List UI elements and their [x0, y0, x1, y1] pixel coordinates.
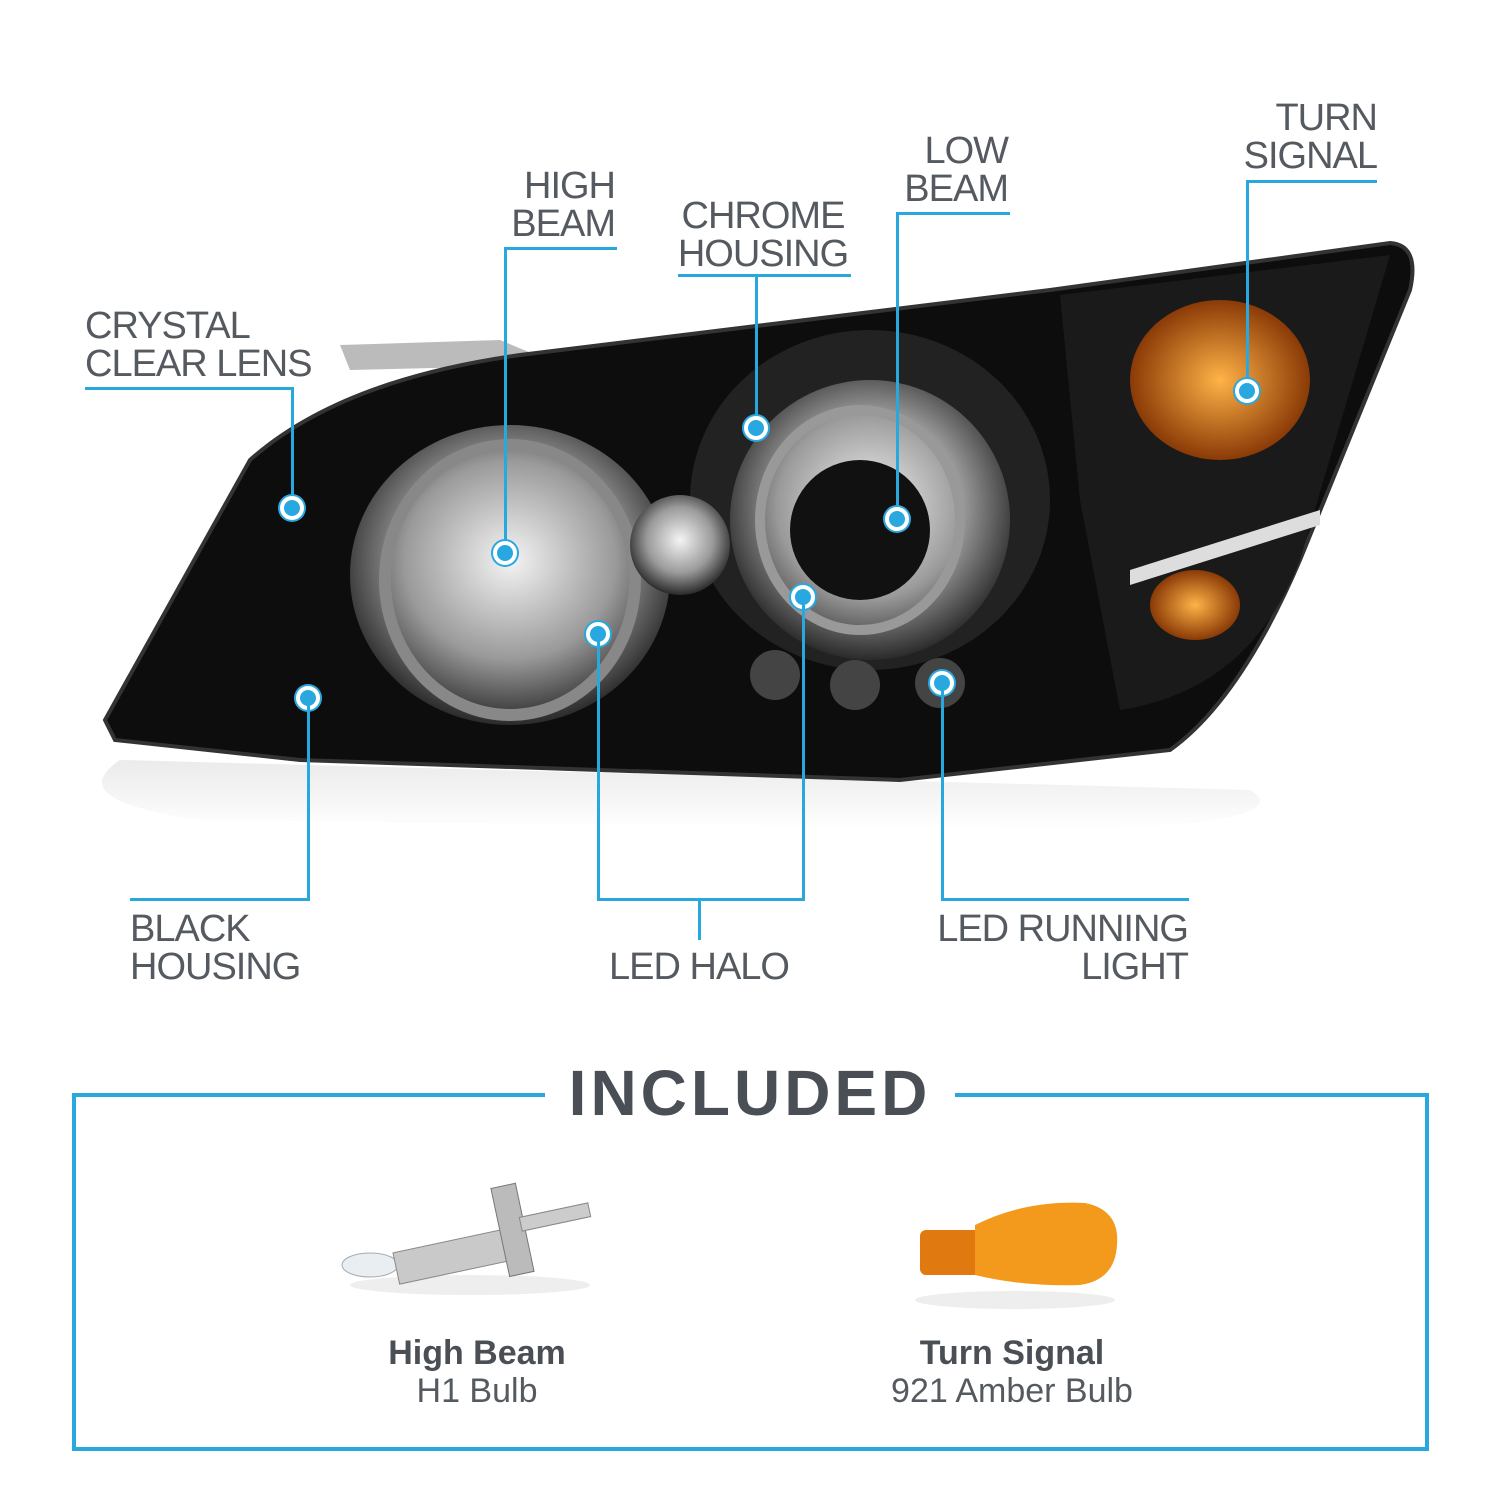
label-line: HOUSING	[677, 233, 849, 275]
callout-dot	[280, 496, 304, 520]
item-name: High Beam	[388, 1334, 566, 1372]
included-box	[72, 1093, 1429, 1451]
leader-line	[597, 634, 600, 901]
label-line: SIGNAL	[1243, 135, 1378, 177]
leader-line	[1246, 180, 1377, 183]
leader-line	[504, 247, 617, 250]
included-title: INCLUDED	[545, 1055, 955, 1131]
included-item-turn-signal: Turn Signal 921 Amber Bulb	[812, 1334, 1212, 1410]
label-line: LED HALO	[609, 946, 790, 988]
leader-line	[698, 898, 701, 940]
label-turn-signal: TURN SIGNAL	[1177, 97, 1378, 177]
leader-line	[941, 683, 944, 901]
callout-dot	[493, 541, 517, 565]
leader-line	[896, 212, 1010, 215]
label-line: BLACK	[130, 908, 251, 950]
label-line: CHROME	[681, 195, 846, 237]
callout-dot	[1235, 379, 1259, 403]
callout-dot	[744, 416, 768, 440]
leader-line	[130, 898, 310, 901]
leader-line	[597, 898, 805, 901]
leader-line	[802, 597, 805, 901]
leader-line	[755, 274, 758, 428]
label-line: LIGHT	[1081, 946, 1189, 988]
callout-dot	[885, 507, 909, 531]
label-line: BEAM	[904, 168, 1009, 210]
item-detail: 921 Amber Bulb	[891, 1372, 1133, 1410]
leader-line	[896, 212, 899, 519]
included-item-high-beam: High Beam H1 Bulb	[327, 1334, 627, 1410]
label-led-halo: LED HALO	[549, 948, 849, 986]
label-line: HIGH	[524, 165, 616, 207]
leader-line	[504, 247, 507, 553]
leader-line	[291, 387, 294, 508]
label-high-beam: HIGH BEAM	[415, 165, 616, 245]
label-line: CRYSTAL	[85, 305, 251, 347]
label-line: TURN	[1275, 97, 1378, 139]
label-led-running-light: LED RUNNING LIGHT	[888, 908, 1189, 988]
leader-line	[678, 274, 851, 277]
leader-line	[307, 698, 310, 901]
h1-bulb-image	[341, 1182, 592, 1295]
label-line: HOUSING	[130, 946, 301, 988]
label-line: LOW	[924, 130, 1009, 172]
921-amber-bulb-image	[915, 1202, 1118, 1309]
label-line: LED RUNNING	[937, 908, 1189, 950]
headlight-image	[102, 240, 1415, 830]
item-name: Turn Signal	[919, 1334, 1105, 1372]
label-line: BEAM	[511, 203, 616, 245]
label-black-housing: BLACK HOUSING	[130, 908, 301, 988]
leader-line	[941, 898, 1189, 901]
label-crystal-clear-lens: CRYSTAL CLEAR LENS	[85, 305, 313, 385]
item-detail: H1 Bulb	[416, 1372, 538, 1410]
leader-line	[85, 387, 294, 390]
leader-line	[1246, 180, 1249, 391]
label-line: CLEAR LENS	[85, 343, 313, 385]
label-low-beam: LOW BEAM	[808, 130, 1009, 210]
label-chrome-housing: CHROME HOUSING	[663, 197, 863, 273]
